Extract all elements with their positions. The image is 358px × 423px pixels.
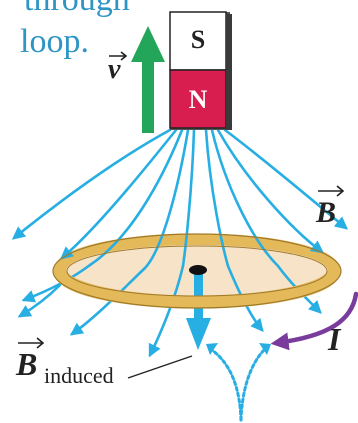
dotted-field-line <box>239 348 266 422</box>
field-line <box>11 128 172 240</box>
dotted-arrowhead <box>206 343 218 355</box>
field-line <box>143 128 190 270</box>
loop-ring-outline <box>52 233 342 309</box>
induced-field-symbol: B <box>15 346 37 382</box>
field-line <box>148 264 185 358</box>
magnet-field-lines <box>11 128 349 358</box>
vector-arrow-over-B-induced <box>18 337 45 349</box>
velocity-arrow-shaft <box>142 60 154 133</box>
dotted-arrowhead <box>259 343 271 355</box>
induced-label-pointer <box>127 355 193 379</box>
velocity-label: v <box>108 51 128 85</box>
caption-line-1: through <box>24 0 130 18</box>
north-pole-label: N <box>189 85 208 114</box>
dotted-field-line <box>210 348 243 422</box>
vector-arrow-over-v <box>109 51 128 61</box>
velocity-arrowhead <box>131 26 165 62</box>
magnet-side <box>226 14 232 130</box>
velocity-arrow <box>131 26 165 133</box>
field-line <box>60 128 178 260</box>
field-symbol: B <box>315 196 336 229</box>
field-line <box>17 283 62 318</box>
field-line <box>21 263 92 303</box>
south-pole-label: S <box>191 25 205 54</box>
bar-magnet: S N <box>169 11 232 130</box>
field-line <box>181 128 196 268</box>
loop-center-hole <box>189 265 207 275</box>
vector-arrow-over-B <box>318 185 345 197</box>
field-line <box>223 128 349 230</box>
field-line <box>204 128 230 268</box>
loop-ring-front <box>53 270 341 309</box>
loop-ring-back <box>53 233 341 272</box>
velocity-symbol: v <box>108 54 121 85</box>
loop-ring-inner-outline <box>66 245 328 297</box>
induced-field-subscript: induced <box>44 363 114 388</box>
induced-field-arrowhead <box>186 318 211 350</box>
field-line <box>210 128 280 268</box>
current-label: I <box>327 321 342 357</box>
field-line <box>69 266 147 336</box>
caption-line-2: loop. <box>20 23 89 60</box>
field-line <box>88 128 184 267</box>
current-arrow <box>270 291 358 351</box>
field-line <box>216 128 325 254</box>
field-label: B <box>315 185 345 229</box>
induced-field-label: B induced <box>15 337 193 388</box>
induced-field-dotted-lines <box>206 343 271 422</box>
